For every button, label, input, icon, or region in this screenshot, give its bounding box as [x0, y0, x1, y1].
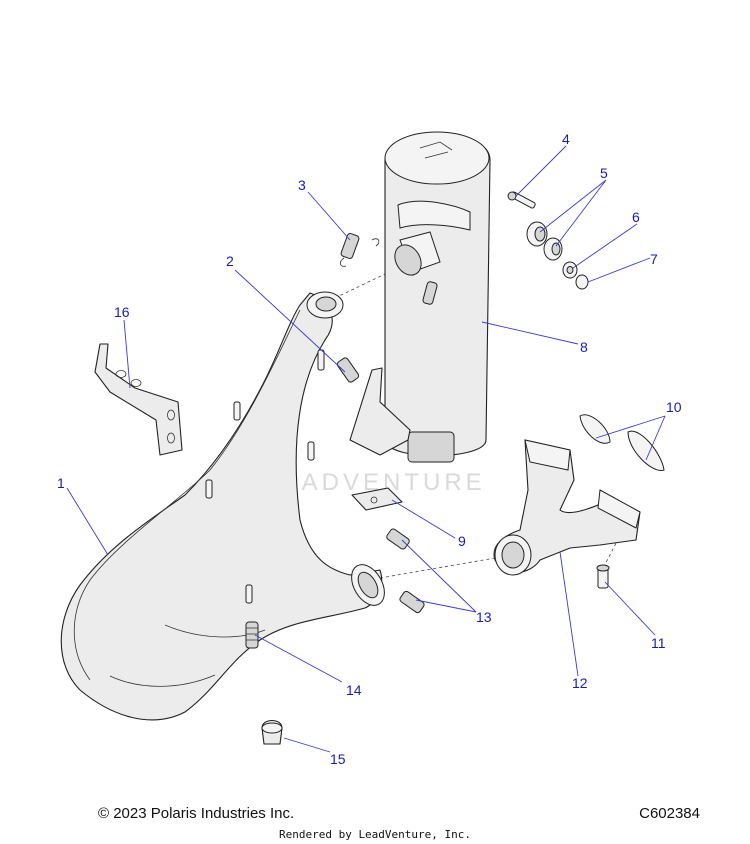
- part-9-mount-bracket: [349, 367, 411, 511]
- callout-2: 2: [226, 253, 234, 269]
- callout-13: 13: [476, 609, 492, 625]
- part-10-gaskets: [579, 414, 665, 471]
- rendered-by-text: Rendered by LeadVenture, Inc.: [278, 828, 472, 841]
- callout-3: 3: [298, 177, 306, 193]
- diagram-id: C602384: [639, 805, 700, 822]
- callout-5: 5: [600, 165, 608, 181]
- leader-lines: [66, 145, 666, 753]
- callout-14: 14: [346, 682, 362, 698]
- callout-6: 6: [632, 209, 640, 225]
- part-15-bumper: [261, 719, 283, 745]
- part-2-spring: [336, 357, 360, 383]
- callout-16: 16: [114, 304, 130, 320]
- part-8-silencer: [384, 131, 491, 463]
- part-12-y-pipe: [493, 439, 641, 576]
- callout-4: 4: [562, 131, 570, 147]
- part-3-spring: [340, 233, 380, 267]
- part-5-grommets: [526, 221, 563, 261]
- callout-15: 15: [330, 751, 346, 767]
- callout-11: 11: [651, 635, 666, 651]
- callout-12: 12: [572, 675, 588, 691]
- part-6-washer: [562, 261, 578, 279]
- part-1-expansion-chamber: [60, 291, 385, 721]
- part-4-bolt: [507, 191, 536, 209]
- part-14-spring: [245, 621, 259, 649]
- callout-7: 7: [650, 251, 658, 267]
- callout-8: 8: [580, 339, 588, 355]
- callouts: 1 2 3 4 5 6 7 8 9 10 11 12 13 14 15 16: [57, 131, 682, 767]
- copyright-text: © 2023 Polaris Industries Inc.: [98, 805, 295, 822]
- part-7-nut: [575, 274, 589, 290]
- part-16-bracket: [94, 343, 183, 456]
- callout-1: 1: [57, 475, 65, 491]
- callout-10: 10: [666, 399, 682, 415]
- callout-9: 9: [458, 533, 466, 549]
